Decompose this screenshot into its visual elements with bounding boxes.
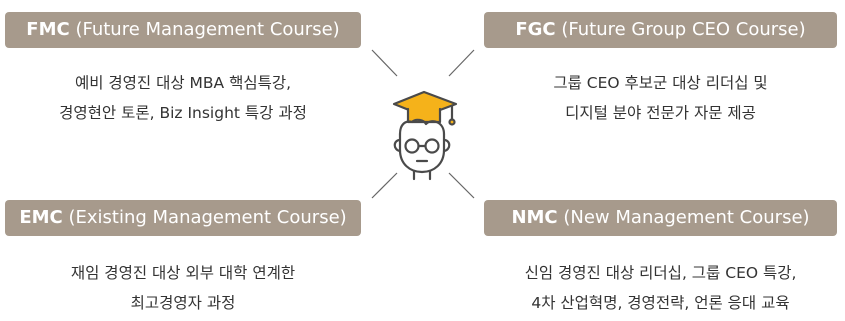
connector-line-nmc — [448, 172, 475, 199]
fmc-abbr: FMC — [26, 19, 70, 40]
face — [398, 132, 446, 174]
connector-line-fgc — [448, 49, 475, 77]
graduate-student-icon — [392, 90, 458, 181]
fgc-description-line-2: 디지털 분야 전문가 자문 제공 — [565, 104, 756, 122]
emc-abbr: EMC — [19, 207, 63, 228]
emc-full-name: (Existing Management Course) — [68, 207, 347, 228]
right-ear — [442, 138, 451, 153]
left-lens — [404, 138, 420, 154]
emc-description-line-1: 재임 경영진 대상 외부 대학 연계한 — [70, 264, 296, 282]
fmc-full-name: (Future Management Course) — [75, 19, 340, 40]
left-ear — [393, 138, 402, 153]
fgc-description-line-1: 그룹 CEO 후보군 대상 리더십 및 — [553, 74, 768, 92]
nmc-description-line-1: 신임 경영진 대상 리더십, 그룹 CEO 특강, — [524, 264, 797, 282]
emc-description-line-2: 최고경영자 과정 — [130, 294, 236, 312]
connector-line-fmc — [371, 49, 398, 77]
tassel-end — [448, 118, 456, 126]
neck — [412, 169, 432, 181]
nmc-course-badge: NMC (New Management Course) — [484, 200, 837, 236]
emc-course-badge: EMC (Existing Management Course) — [5, 200, 361, 236]
fmc-description-line-1: 예비 경영진 대상 MBA 핵심특강, — [74, 74, 292, 92]
fmc-course-badge: FMC (Future Management Course) — [5, 12, 361, 48]
fgc-abbr: FGC — [515, 19, 556, 40]
fmc-description: 예비 경영진 대상 MBA 핵심특강, 경영현안 토론, Biz Insight… — [5, 68, 361, 128]
nmc-description-line-2: 4차 산업혁명, 경영전략, 언론 응대 교육 — [531, 294, 790, 312]
fgc-description: 그룹 CEO 후보군 대상 리더십 및 디지털 분야 전문가 자문 제공 — [484, 68, 837, 128]
emc-description: 재임 경영진 대상 외부 대학 연계한 최고경영자 과정 — [5, 258, 361, 318]
nmc-full-name: (New Management Course) — [563, 207, 810, 228]
fmc-description-line-2: 경영현안 토론, Biz Insight 특강 과정 — [59, 104, 307, 122]
hair — [398, 118, 446, 136]
nmc-description: 신임 경영진 대상 리더십, 그룹 CEO 특강, 4차 산업혁명, 경영전략,… — [484, 258, 837, 318]
fgc-course-badge: FGC (Future Group CEO Course) — [484, 12, 837, 48]
connector-line-emc — [371, 172, 398, 199]
right-lens — [424, 138, 440, 154]
nmc-abbr: NMC — [511, 207, 558, 228]
fgc-full-name: (Future Group CEO Course) — [561, 19, 806, 40]
